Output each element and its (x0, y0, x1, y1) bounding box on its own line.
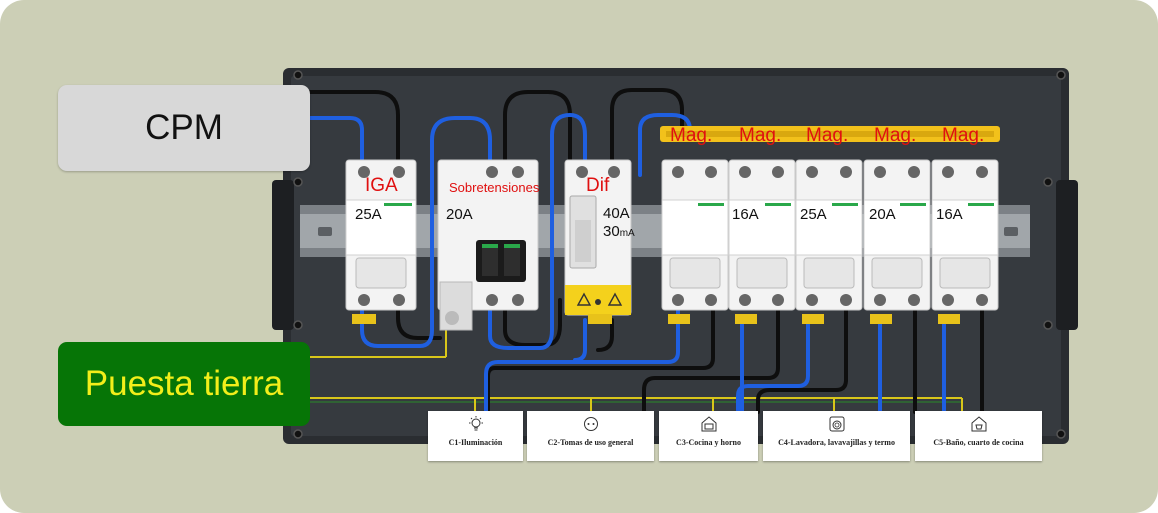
earth-wires (310, 330, 963, 412)
bathroom-icon (971, 416, 986, 432)
dif-name: Dif (586, 175, 610, 196)
circuit-c5-label: C5-Baño, cuarto de cocina (933, 438, 1024, 447)
differential-breaker (564, 159, 632, 324)
right-clamp (1056, 180, 1078, 330)
circuit-c3: C3-Cocina y horno (659, 411, 758, 461)
earth-label: Puesta tierra (58, 342, 310, 426)
circuit-c5: C5-Baño, cuarto de cocina (915, 411, 1042, 461)
circuit-c2-label: C2-Tomas de uso general (547, 438, 634, 447)
left-clamp (272, 180, 294, 330)
mcb-group (661, 159, 999, 324)
mag-3-rating: 25A (800, 206, 827, 223)
circuit-c4: C4-Lavadora, lavavajillas y termo (763, 411, 910, 461)
circuit-c4-label: C4-Lavadora, lavavajillas y termo (778, 438, 895, 447)
dif-rating: 40A (603, 205, 630, 222)
circuit-c2: C2-Tomas de uso general (527, 411, 654, 461)
circuit-c1-label: C1-Iluminación (448, 438, 503, 447)
oven-icon (701, 416, 716, 432)
iga-name: IGA (365, 175, 398, 196)
circuit-c3-label: C3-Cocina y horno (676, 438, 741, 447)
socket-icon (583, 417, 598, 431)
circuit-c1: C1-Iluminación (428, 411, 523, 461)
neutral-wires (298, 112, 946, 414)
phase-wires (298, 88, 984, 414)
cpm-label: CPM (58, 85, 310, 171)
mag-4-rating: 20A (869, 206, 896, 223)
mag-2-name: Mag. (739, 125, 782, 146)
mag-4-name: Mag. (874, 125, 917, 146)
mag-5-rating: 16A (936, 206, 963, 223)
surge-protector (437, 159, 539, 331)
dif-sensitivity: 30mA (603, 223, 635, 240)
lightbulb-icon (468, 416, 483, 431)
mag-3-name: Mag. (806, 125, 849, 146)
surge-rating: 20A (446, 206, 473, 223)
iga-rating: 25A (355, 206, 382, 223)
mag-1-name: Mag. (670, 125, 713, 146)
surge-name: Sobretensiones (449, 180, 540, 195)
iga-breaker (345, 159, 417, 324)
mag-5-name: Mag. (942, 125, 985, 146)
washing-machine-icon (829, 416, 844, 432)
mag-2-rating: 16A (732, 206, 759, 223)
